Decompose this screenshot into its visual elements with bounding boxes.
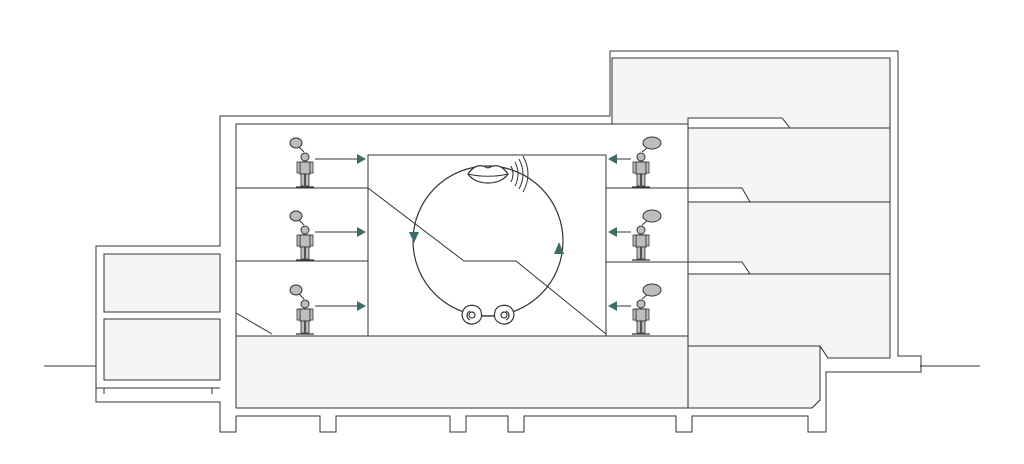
arrow-icon (315, 227, 366, 237)
arrow-icon (315, 154, 366, 164)
person-icon (632, 152, 650, 188)
arrow-icon (608, 227, 631, 237)
central-void (367, 154, 607, 337)
building-outline (95, 50, 922, 433)
person-icon (296, 225, 314, 261)
sound-waves-icon (510, 155, 529, 193)
arrow-icon (315, 301, 366, 311)
arrows-group (315, 154, 631, 311)
cycle-arrow-right (554, 242, 564, 254)
floor-slabs (235, 187, 688, 335)
speech-bubble-icon (289, 210, 305, 226)
speech-bubble-icon (641, 283, 662, 300)
left-annex (96, 253, 221, 394)
person-icon (296, 152, 314, 188)
cycle-arrow-left (409, 232, 419, 243)
people-group (289, 136, 662, 335)
right-block (611, 57, 891, 408)
speech-bubble-icon (289, 137, 305, 153)
person-icon (296, 299, 314, 335)
arrow-icon (608, 301, 631, 311)
person-icon (632, 225, 650, 261)
speech-bubble-icon (641, 209, 662, 226)
speech-bubble-icon (641, 136, 662, 153)
ear-icon (461, 304, 515, 325)
mouth-icon (467, 165, 509, 184)
person-icon (632, 299, 650, 335)
arrow-icon (608, 154, 631, 164)
speech-bubble-icon (289, 284, 305, 300)
